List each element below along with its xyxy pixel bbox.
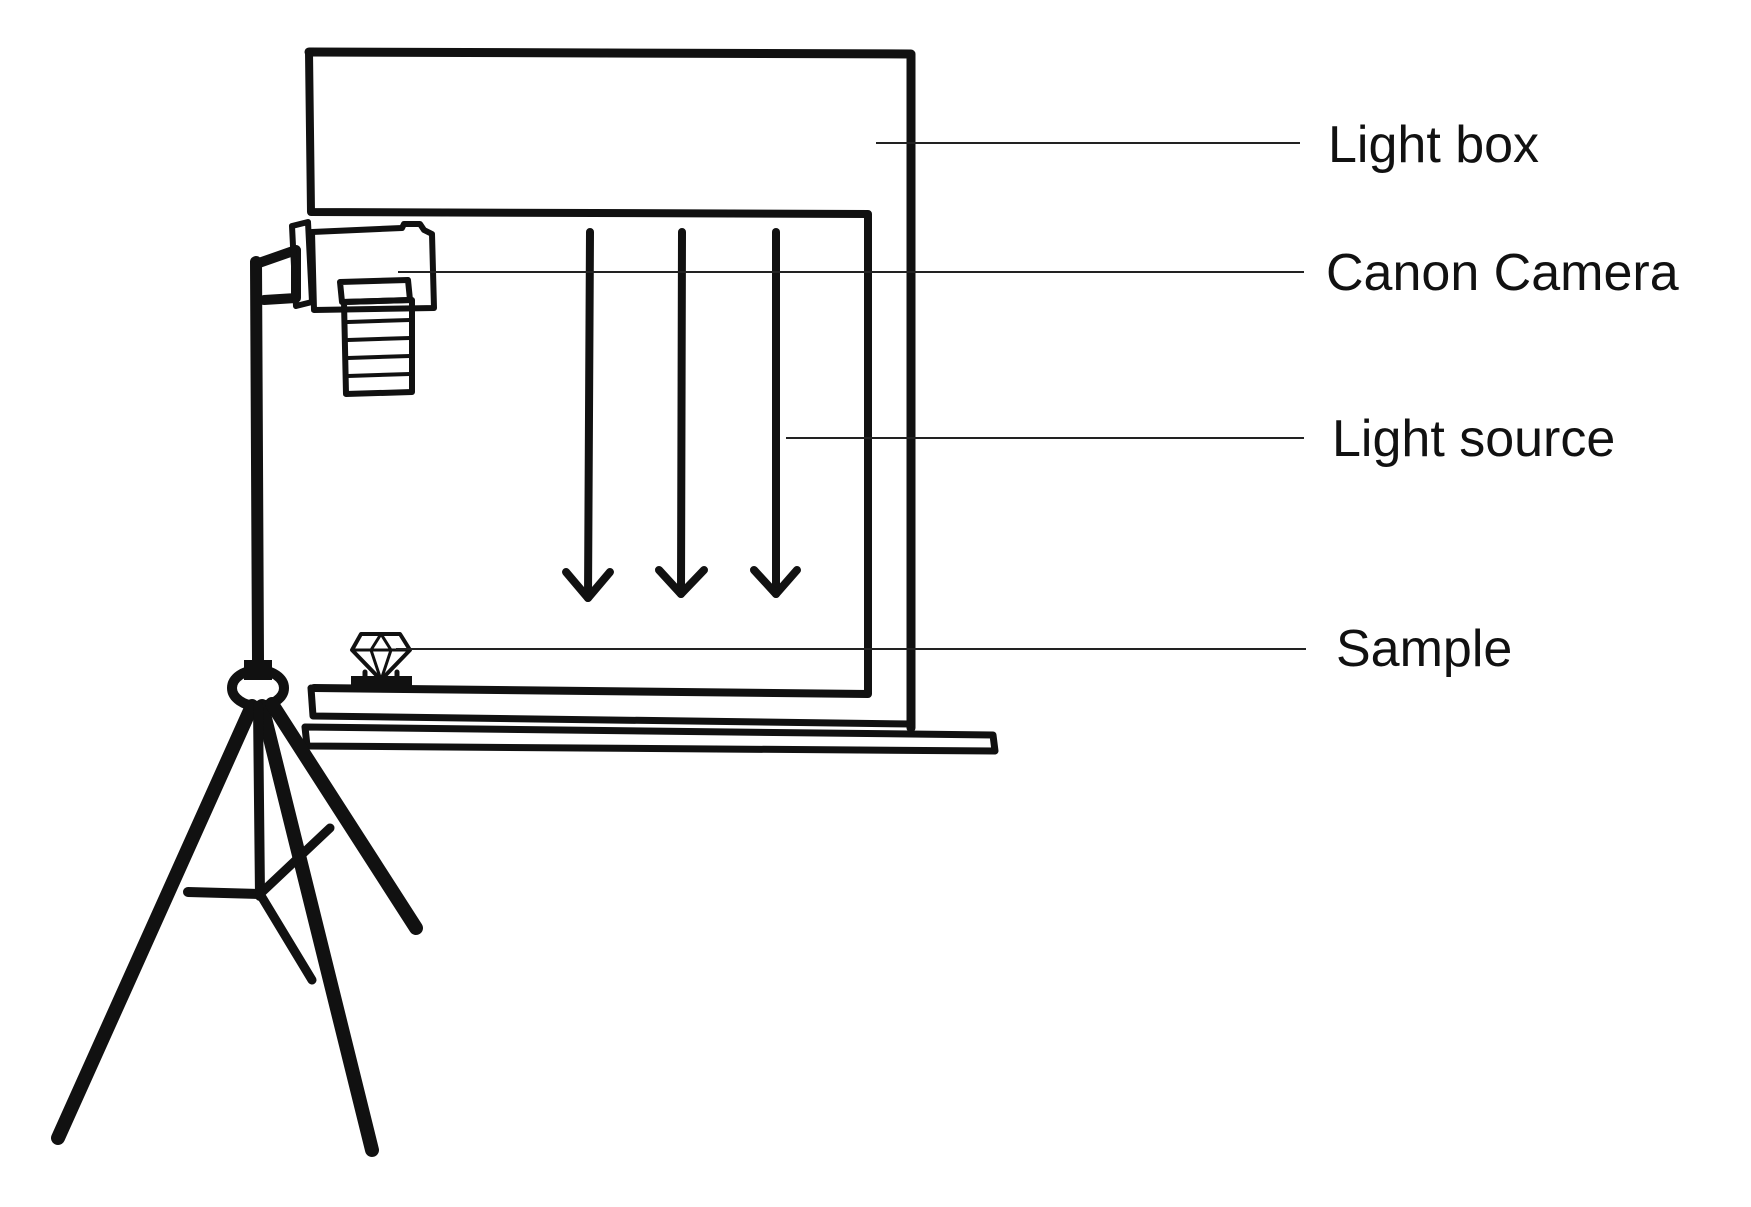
light-arrow — [750, 228, 801, 598]
label-light-box: Light box — [1328, 116, 1539, 174]
light-box — [304, 47, 916, 733]
light-arrow — [655, 228, 708, 598]
sample-diamond — [350, 632, 412, 688]
leader-lines — [396, 142, 1306, 650]
base-platform — [301, 684, 999, 755]
camera — [251, 219, 437, 397]
light-arrow — [562, 228, 614, 602]
tripod — [51, 256, 423, 1157]
light-source-arrows — [562, 228, 801, 602]
label-light-source: Light source — [1332, 410, 1615, 468]
label-sample: Sample — [1336, 620, 1512, 678]
label-canon-camera: Canon Camera — [1326, 244, 1679, 302]
